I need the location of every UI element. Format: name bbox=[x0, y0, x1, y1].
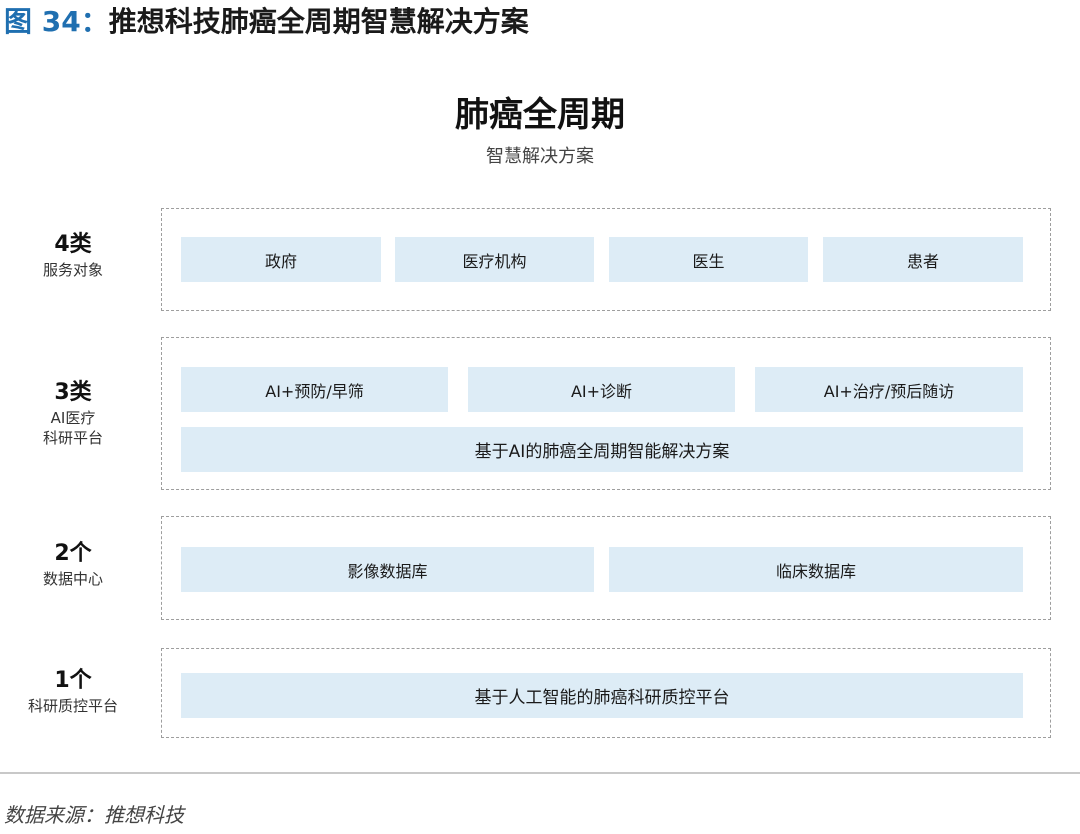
service-item-medical-institution: 医疗机构 bbox=[395, 237, 594, 282]
qc-name: 科研质控平台 bbox=[27, 697, 118, 715]
platform-name-line1: AI医疗 bbox=[50, 409, 96, 427]
source-note: 数据来源：推想科技 bbox=[4, 803, 184, 827]
service-item-doctor: 医生 bbox=[609, 237, 808, 282]
figure-title: 推想科技肺癌全周期智慧解决方案 bbox=[108, 5, 529, 38]
data-item-clinical-db: 临床数据库 bbox=[609, 547, 1023, 592]
data-item-imaging-db: 影像数据库 bbox=[181, 547, 594, 592]
services-layer-box bbox=[161, 208, 1051, 311]
data-name: 数据中心 bbox=[42, 570, 103, 588]
data-count: 2个 bbox=[54, 541, 92, 566]
platform-item-diagnosis: AI+诊断 bbox=[468, 367, 735, 412]
service-item-government: 政府 bbox=[181, 237, 381, 282]
data-layer-label: 2个 数据中心 bbox=[0, 539, 146, 589]
figure-number: 图 34： bbox=[4, 5, 109, 38]
qc-count: 1个 bbox=[54, 668, 92, 693]
platform-layer-label: 3类 AI医疗 科研平台 bbox=[0, 378, 146, 448]
qc-layer-box bbox=[161, 648, 1051, 738]
figure-caption: 图 34：推想科技肺癌全周期智慧解决方案 bbox=[4, 2, 529, 42]
platform-item-prevention: AI+预防/早筛 bbox=[181, 367, 448, 412]
data-layer-box bbox=[161, 516, 1051, 620]
platform-count: 3类 bbox=[54, 380, 92, 405]
services-layer-label: 4类 服务对象 bbox=[0, 230, 146, 280]
qc-platform-banner: 基于人工智能的肺癌科研质控平台 bbox=[181, 673, 1023, 718]
service-item-patient: 患者 bbox=[823, 237, 1023, 282]
platform-layer-box bbox=[161, 337, 1051, 490]
platform-solution-banner: 基于AI的肺癌全周期智能解决方案 bbox=[181, 427, 1023, 472]
footer-divider bbox=[0, 772, 1080, 774]
diagram-title: 肺癌全周期 bbox=[455, 95, 625, 135]
services-name: 服务对象 bbox=[42, 261, 103, 279]
diagram-subtitle: 智慧解决方案 bbox=[486, 146, 594, 167]
services-count: 4类 bbox=[54, 232, 92, 257]
platform-item-treatment: AI+治疗/预后随访 bbox=[755, 367, 1023, 412]
qc-layer-label: 1个 科研质控平台 bbox=[0, 666, 146, 716]
platform-name-line2: 科研平台 bbox=[42, 429, 103, 447]
